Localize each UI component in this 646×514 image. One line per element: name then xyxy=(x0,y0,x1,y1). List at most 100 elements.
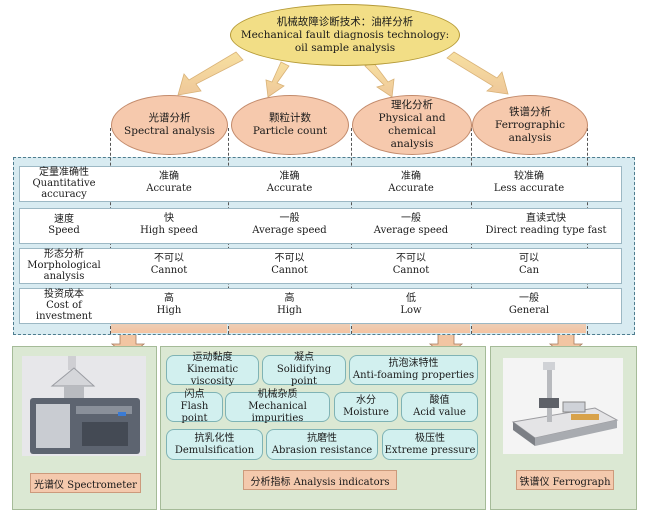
indicator-en: Extreme pressure xyxy=(384,444,476,456)
row-label-en: Cost of xyxy=(46,299,82,311)
method-particle-count: 颗粒计数 Particle count xyxy=(231,95,349,155)
cell-zh: 准确 xyxy=(401,171,421,182)
row-label-en: Morphological xyxy=(27,259,101,271)
row-label-en: Quantitative xyxy=(32,177,96,189)
cell-zh: 一般 xyxy=(279,213,300,224)
indicator-en: Abrasion resistance xyxy=(271,444,373,456)
arrow-to-particle xyxy=(265,61,290,98)
method-ferrographic: 铁谱分析 Ferrographic analysis xyxy=(472,95,588,155)
arrow-to-ferrographic xyxy=(446,51,509,95)
indicator-zh: 凝点 xyxy=(294,352,314,363)
method-zh: 颗粒计数 xyxy=(269,112,311,124)
title-en-line1: Mechanical fault diagnosis technology: xyxy=(240,28,450,41)
spectrometer-caption: 光谱仪 Spectrometer xyxy=(30,473,141,493)
row-label: 形态分析 Morphological analysis xyxy=(20,248,108,282)
row-label-en: Speed xyxy=(48,225,80,236)
row-label-zh: 投资成本 xyxy=(44,288,84,300)
method-zh: 铁谱分析 xyxy=(509,105,551,118)
indicator-en: Mechanical impurities xyxy=(248,401,307,424)
indicator-en: Anti-foaming properties xyxy=(352,370,475,381)
row-label-en: accuracy xyxy=(41,188,87,200)
indicator-en: Acid value xyxy=(413,407,466,418)
cell-en: Can xyxy=(518,265,540,276)
title-zh: 机械故障诊断技术：油样分析 xyxy=(276,15,414,28)
title-oval: 机械故障诊断技术：油样分析 Mechanical fault diagnosis… xyxy=(230,4,460,66)
indicator-zh: 抗乳化性 xyxy=(194,432,235,444)
cell-en: Average speed xyxy=(373,225,449,236)
method-en: Ferrographic xyxy=(494,118,565,131)
cell-en: Average speed xyxy=(252,225,327,236)
ferrograph-image xyxy=(503,358,623,454)
row-label-en: investment xyxy=(35,310,93,322)
method-zh: 光谱分析 xyxy=(148,112,191,124)
indicator-zh: 抗磨性 xyxy=(307,432,337,444)
cell-en: High xyxy=(156,305,182,316)
row-label-en: analysis xyxy=(43,270,85,282)
cell-zh: 不可以 xyxy=(274,253,305,264)
indicator-en: Demulsification xyxy=(174,444,255,456)
cell-en: Cannot xyxy=(392,265,430,276)
method-zh: 理化分析 xyxy=(391,99,433,111)
row-label: 投资成本 Cost of investment xyxy=(20,288,108,322)
cell-en: Low xyxy=(400,305,422,316)
method-en: Physical and chemical xyxy=(378,112,446,137)
cell-zh: 低 xyxy=(406,293,416,304)
row-quantitative-accuracy xyxy=(19,166,622,202)
ferrograph-caption: 铁谱仪 Ferrograph xyxy=(516,470,614,490)
indicator-zh: 水分 xyxy=(356,395,376,406)
arrow-to-spectral xyxy=(177,51,244,96)
cell-en: Direct reading type fast xyxy=(485,225,607,236)
title-en-line2: oil sample analysis xyxy=(294,41,396,54)
method-physical-chemical: 理化分析 Physical and chemical analysis xyxy=(352,95,472,155)
cell-zh: 快 xyxy=(164,213,174,224)
cell-zh: 高 xyxy=(164,293,174,304)
method-spectral-analysis: 光谱分析 Spectral analysis xyxy=(111,95,228,155)
row-label-zh: 形态分析 xyxy=(44,248,84,260)
cell-en: Cannot xyxy=(150,265,188,276)
method-en: Spectral analysis xyxy=(124,125,215,137)
indicators-caption: 分析指标 Analysis indicators xyxy=(243,470,397,490)
indicator-zh: 机械杂质 xyxy=(257,389,298,400)
cell-zh: 直读式快 xyxy=(526,213,566,224)
arrow-to-physical xyxy=(364,61,395,98)
cell-en: Cannot xyxy=(271,265,308,276)
spectrometer-image xyxy=(22,356,146,456)
indicator-zh: 酸值 xyxy=(429,395,450,406)
cell-en: High speed xyxy=(140,225,198,236)
cell-en: Accurate xyxy=(146,183,192,194)
row-speed xyxy=(19,208,622,244)
row-cost-of-investment xyxy=(19,288,622,324)
method-en: analysis xyxy=(390,138,434,150)
cell-zh: 高 xyxy=(284,293,295,304)
indicator-zh: 闪点 xyxy=(184,389,205,400)
cell-en: Accurate xyxy=(266,183,313,194)
method-en: analysis xyxy=(508,131,552,144)
method-en: Particle count xyxy=(252,125,328,137)
cell-zh: 一般 xyxy=(519,293,539,304)
cell-zh: 准确 xyxy=(159,171,179,182)
row-morphological-analysis xyxy=(19,248,622,284)
indicator-en: Kinematic viscosity xyxy=(186,364,239,387)
